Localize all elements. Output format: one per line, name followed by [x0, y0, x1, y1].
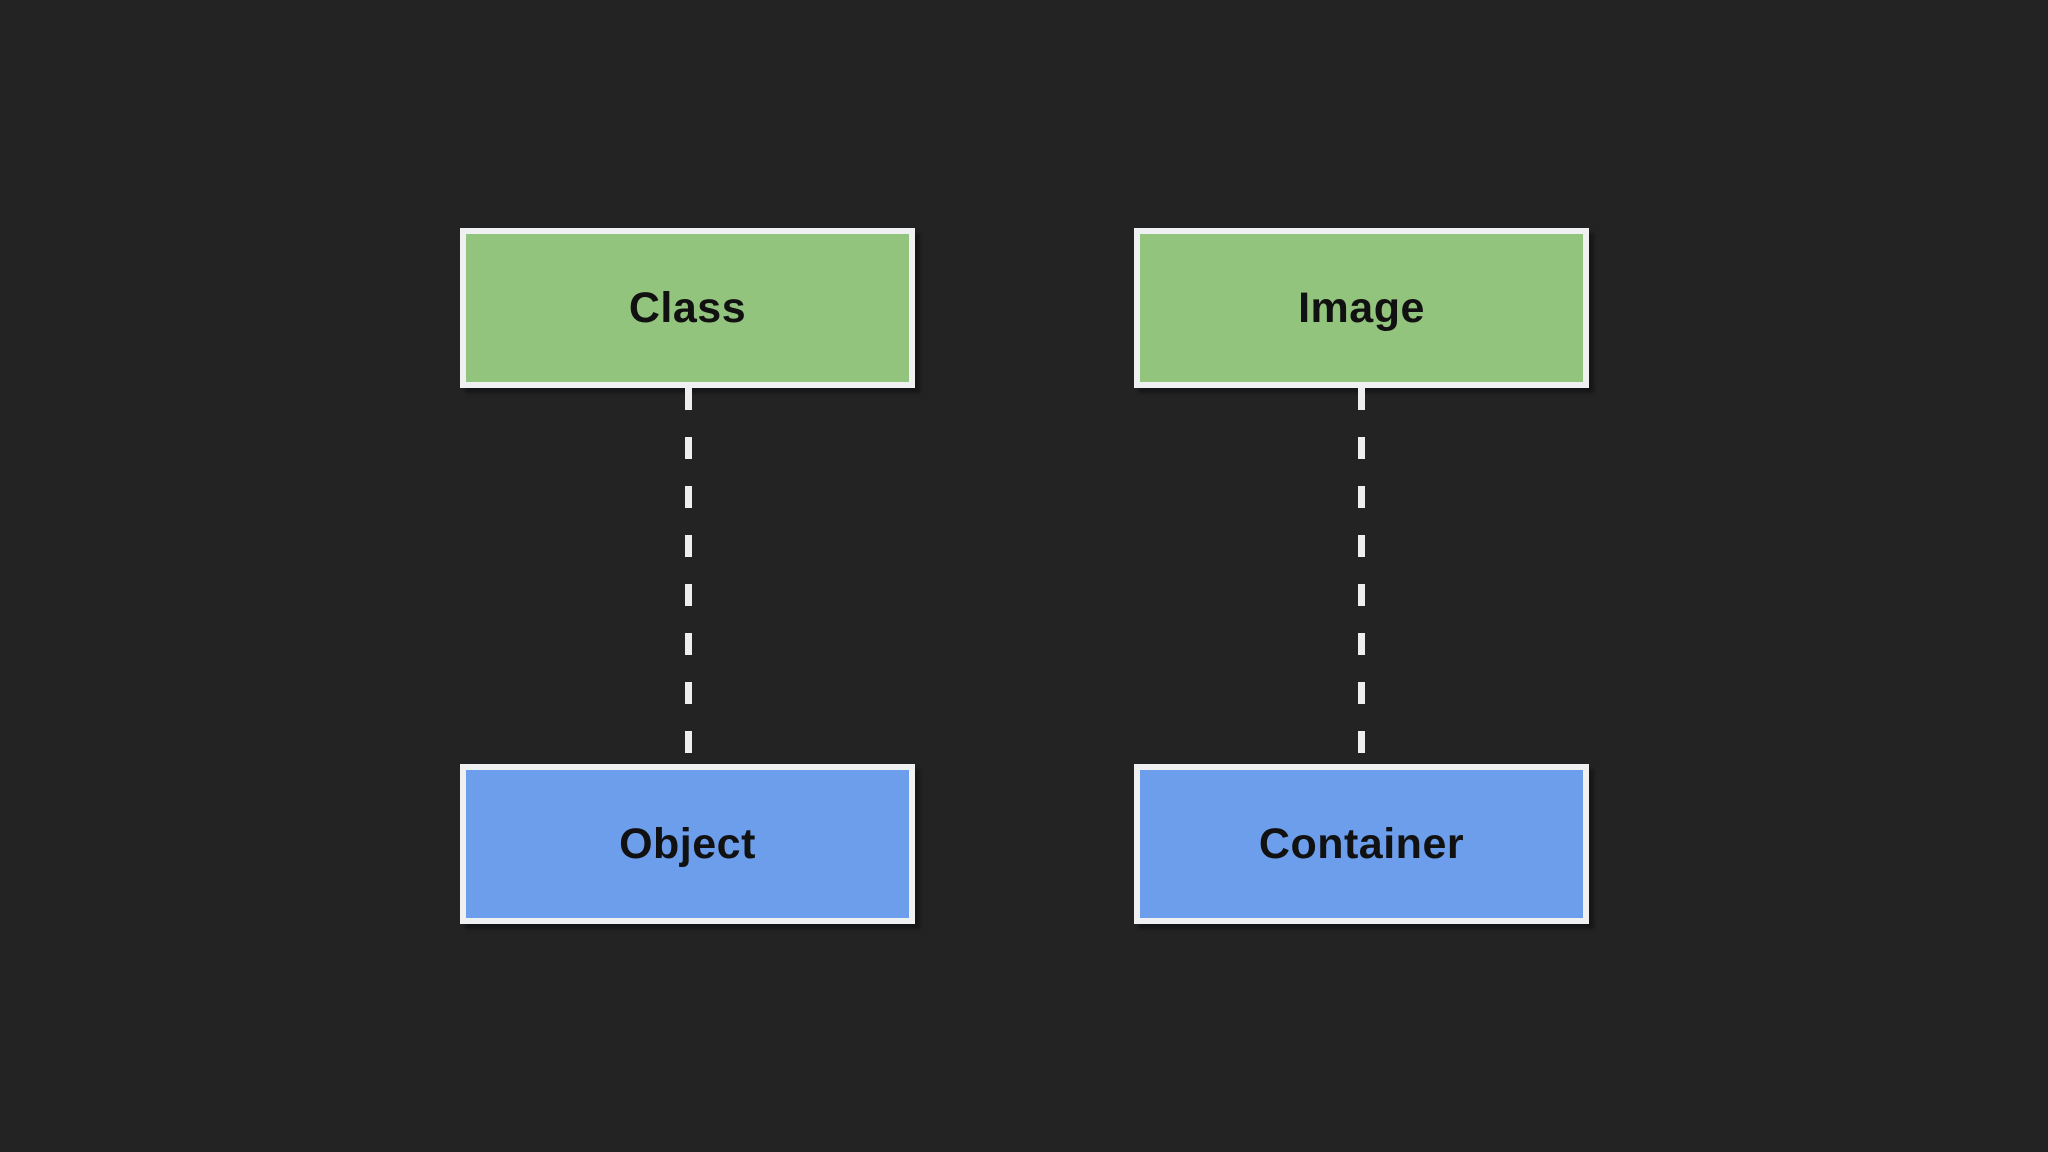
node-container-label: Container	[1258, 819, 1465, 868]
edge-class-to-object	[685, 388, 692, 764]
node-object-label: Object	[619, 819, 756, 868]
edge-image-to-container	[1358, 388, 1365, 764]
node-class-label: Class	[628, 283, 747, 332]
node-class: Class	[460, 228, 915, 388]
node-object: Object	[460, 764, 915, 924]
node-image: Image	[1134, 228, 1589, 388]
node-image-label: Image	[1298, 283, 1425, 332]
node-container: Container	[1134, 764, 1589, 924]
